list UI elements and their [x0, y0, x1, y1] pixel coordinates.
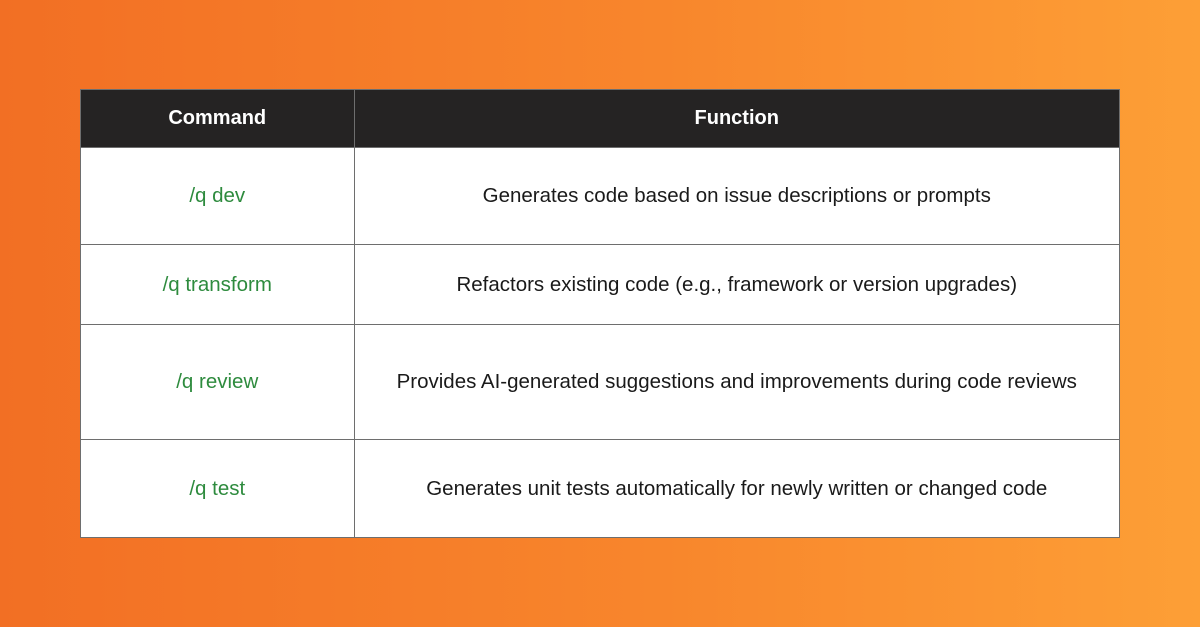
table-row: /q transform Refactors existing code (e.…	[81, 244, 1119, 325]
function-cell: Refactors existing code (e.g., framework…	[354, 244, 1119, 325]
command-cell: /q test	[81, 439, 355, 537]
command-cell: /q transform	[81, 244, 355, 325]
table-body: /q dev Generates code based on issue des…	[81, 146, 1119, 537]
function-cell: Generates unit tests automatically for n…	[354, 439, 1119, 537]
command-cell: /q review	[81, 324, 355, 440]
function-cell: Generates code based on issue descriptio…	[354, 146, 1119, 245]
table-row: /q review Provides AI-generated suggesti…	[81, 324, 1119, 440]
command-cell: /q dev	[81, 146, 355, 245]
table-header: Command Function	[81, 90, 1119, 148]
table-row: /q test Generates unit tests automatical…	[81, 439, 1119, 537]
function-cell: Provides AI-generated suggestions and im…	[354, 324, 1119, 440]
column-header-command: Command	[81, 90, 355, 148]
commands-table-container: Command Function /q dev Generates code b…	[80, 89, 1120, 538]
commands-table: Command Function /q dev Generates code b…	[81, 90, 1119, 537]
table-row: /q dev Generates code based on issue des…	[81, 146, 1119, 245]
header-row: Command Function	[81, 90, 1119, 148]
column-header-function: Function	[354, 90, 1119, 148]
